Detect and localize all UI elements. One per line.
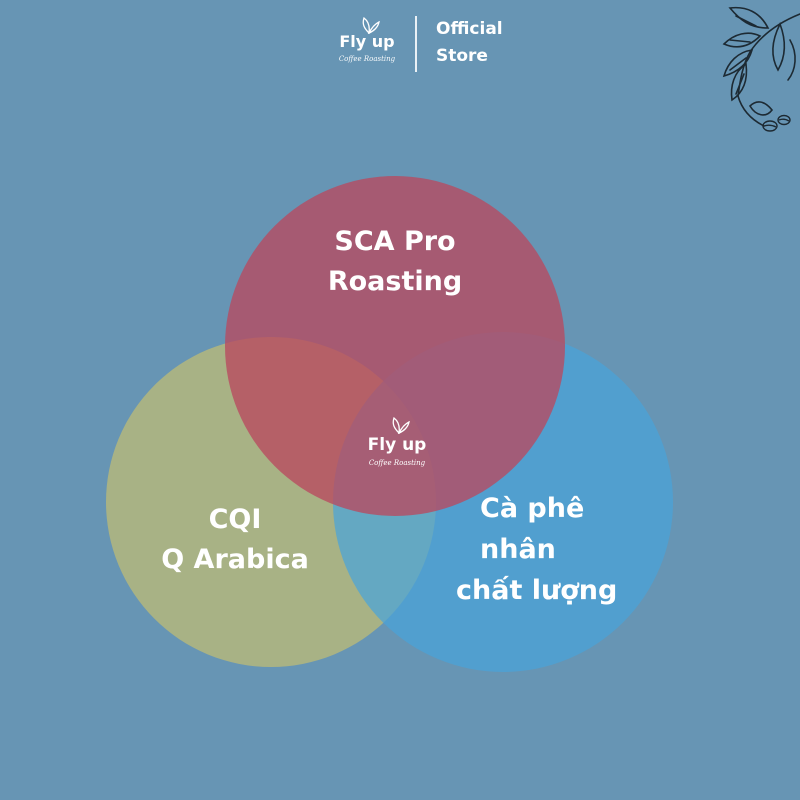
- leaf-icon: [362, 16, 380, 34]
- store-line-1: Official: [436, 19, 503, 39]
- center-brand-logo: Fly up Coffee Roasting: [362, 416, 432, 482]
- label-line: nhân: [480, 534, 556, 565]
- label-line: Q Arabica: [161, 544, 309, 575]
- circle-sca-pro-roasting: [225, 176, 565, 516]
- label-sca-pro-roasting: SCA Pro Roasting: [300, 222, 490, 302]
- store-line-2: Store: [436, 46, 488, 66]
- label-line: Cà phê: [480, 493, 585, 524]
- label-line: SCA Pro: [334, 226, 456, 257]
- header-divider: [415, 16, 417, 72]
- center-brand-name: Fly up: [367, 435, 427, 455]
- label-ca-phe-nhan-chat-luong: Cà phê nhân chất lượng: [432, 488, 632, 611]
- header: Fly up Coffee Roasting Official Store: [0, 0, 800, 132]
- brand-name: Fly up: [339, 32, 395, 51]
- center-brand-tagline: Coffee Roasting: [368, 459, 426, 467]
- brand-tagline: Coffee Roasting: [338, 55, 396, 63]
- label-cqi-q-arabica: CQI Q Arabica: [140, 500, 330, 580]
- label-line: CQI: [208, 504, 262, 535]
- official-store-label: Official Store: [436, 16, 503, 70]
- label-line: chất lượng: [456, 575, 618, 606]
- brand-logo: Fly up Coffee Roasting: [336, 16, 398, 74]
- label-line: Roasting: [327, 266, 463, 297]
- coffee-branch-icon: [722, 6, 800, 132]
- leaf-icon: [392, 416, 410, 434]
